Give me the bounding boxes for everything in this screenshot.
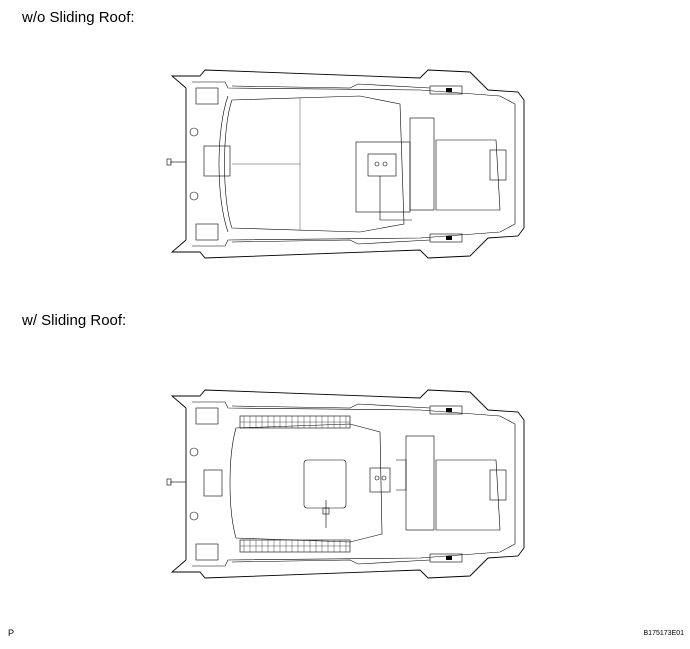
vehicle-outline xyxy=(170,69,525,259)
roof-diagram-with-sliding-roof xyxy=(166,389,525,579)
rear-lamp-mount xyxy=(489,469,507,501)
hatched-reinforcement-bottom xyxy=(239,539,351,553)
rear-bracket xyxy=(405,435,435,531)
sliding-roof-glass xyxy=(303,459,347,509)
left-front-fitting xyxy=(195,87,219,105)
headliner-panel xyxy=(224,95,405,233)
vehicle-outline xyxy=(170,389,525,579)
left-front-fitting xyxy=(195,407,219,425)
left-rear-fitting xyxy=(195,223,219,241)
lower-clip xyxy=(429,233,463,243)
page-marker: P xyxy=(8,628,15,638)
front-lamp-mount xyxy=(203,145,231,177)
section-heading-without-sliding-roof: w/o Sliding Roof: xyxy=(22,9,135,26)
front-lamp-mount xyxy=(203,469,223,497)
rear-lamp-mount xyxy=(489,149,507,181)
rear-bracket xyxy=(409,117,435,211)
figure-code: B175173E01 xyxy=(643,630,684,637)
left-rear-fitting xyxy=(195,543,219,561)
section-heading-with-sliding-roof: w/ Sliding Roof: xyxy=(22,312,127,329)
roof-diagram-without-sliding-roof xyxy=(166,69,525,259)
upper-clip xyxy=(429,85,463,95)
sliding-roof-frame xyxy=(229,423,383,543)
console-housing xyxy=(369,467,391,493)
lower-clip xyxy=(429,553,463,563)
hatched-reinforcement-top xyxy=(239,415,351,429)
upper-clip xyxy=(429,405,463,415)
